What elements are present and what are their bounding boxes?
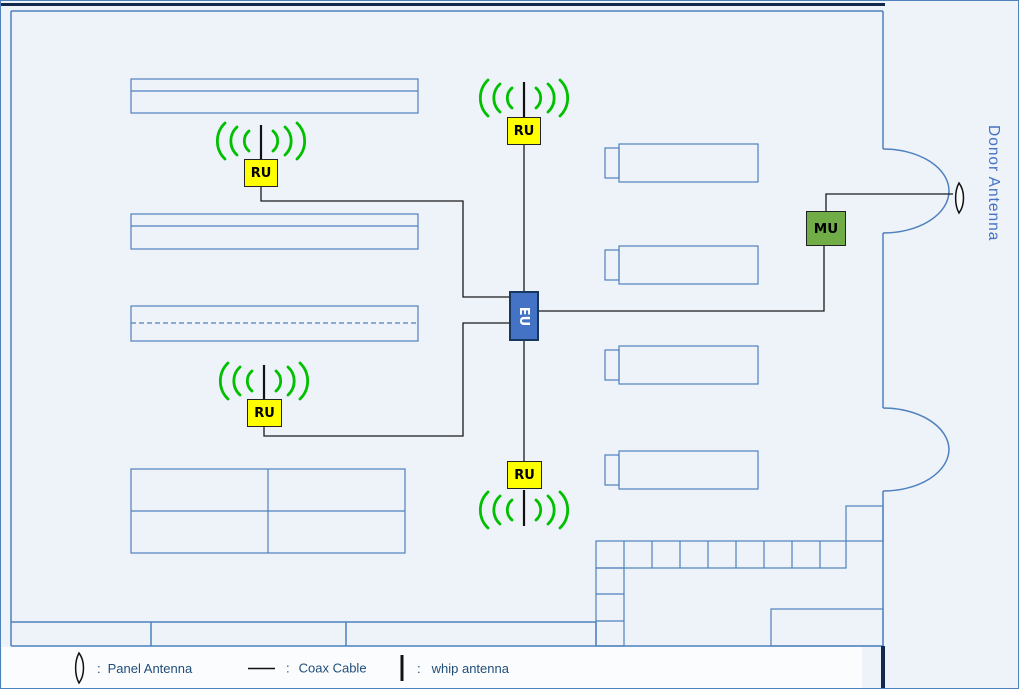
legend-bar: : Panel Antenna : Coax Cable : whip ante… — [2, 647, 862, 688]
whip-antenna-icon — [400, 655, 404, 681]
ru-unit-label: RU — [254, 405, 275, 421]
legend-label: whip antenna — [431, 660, 509, 676]
room-strip — [604, 249, 620, 281]
door-arc — [882, 148, 950, 192]
door-arcs — [882, 148, 950, 492]
mu-unit: MU — [806, 211, 846, 246]
ru-unit-2: RU — [507, 117, 541, 145]
legend-label: Coax Cable — [298, 660, 367, 676]
mu-unit-label: MU — [813, 220, 839, 237]
top-accent-bar — [1, 3, 885, 6]
legend-item-whip-antenna: : whip antenna — [398, 653, 509, 683]
coax-cables — [260, 145, 953, 461]
ru-unit-4: RU — [507, 461, 542, 489]
bottom-right-accent-bar — [881, 646, 885, 688]
door-arc — [882, 448, 950, 492]
panel-antenna-icon — [74, 651, 85, 685]
wall-notch — [845, 505, 884, 542]
ru-unit-1: RU — [244, 159, 278, 187]
corner-block — [770, 608, 884, 647]
stair-column — [595, 567, 625, 647]
eu-unit-label: EU — [516, 306, 532, 326]
building-walls — [10, 10, 884, 647]
room-strip — [604, 349, 620, 381]
legend-separator: : — [286, 660, 290, 676]
staircase — [595, 505, 884, 647]
donor-antenna-label: Donor Antenna — [985, 125, 1002, 242]
eu-unit: EU — [509, 291, 539, 341]
legend-item-coax-cable: : Coax Cable — [247, 661, 367, 676]
door-arc — [882, 190, 950, 234]
interior-rooms — [130, 78, 759, 554]
ru-unit-label: RU — [250, 165, 272, 181]
wireless-signal-icon — [478, 488, 570, 530]
room-outline — [130, 78, 419, 114]
coax-cable-eu-mu — [539, 246, 825, 312]
legend-separator: : — [417, 660, 421, 676]
room-strip — [604, 147, 620, 179]
wireless-signal-icon — [218, 361, 310, 403]
coax-cable-ru3-eu — [263, 322, 509, 437]
room-strip — [604, 454, 620, 486]
wireless-signal-icon — [215, 121, 307, 163]
room-outline — [618, 345, 759, 385]
donor-panel-antenna-icon — [954, 181, 965, 215]
ru-unit-label: RU — [514, 467, 535, 483]
ru-unit-label: RU — [513, 123, 535, 139]
ru-unit-3: RU — [247, 399, 282, 427]
coax-cable-mu-donor — [825, 193, 953, 211]
coax-cable-ru1-eu — [260, 187, 509, 298]
wireless-signal-icon — [478, 78, 570, 120]
room-outline — [618, 245, 759, 285]
room-outline — [618, 450, 759, 490]
room-outline — [618, 143, 759, 183]
room-outline — [130, 213, 419, 250]
coax-cable-icon — [248, 667, 275, 669]
door-arc — [882, 407, 950, 450]
legend-separator: : — [97, 660, 101, 676]
legend-label: Panel Antenna — [107, 660, 193, 676]
stair-band — [595, 540, 847, 569]
legend-item-panel-antenna: : Panel Antenna — [72, 650, 192, 686]
